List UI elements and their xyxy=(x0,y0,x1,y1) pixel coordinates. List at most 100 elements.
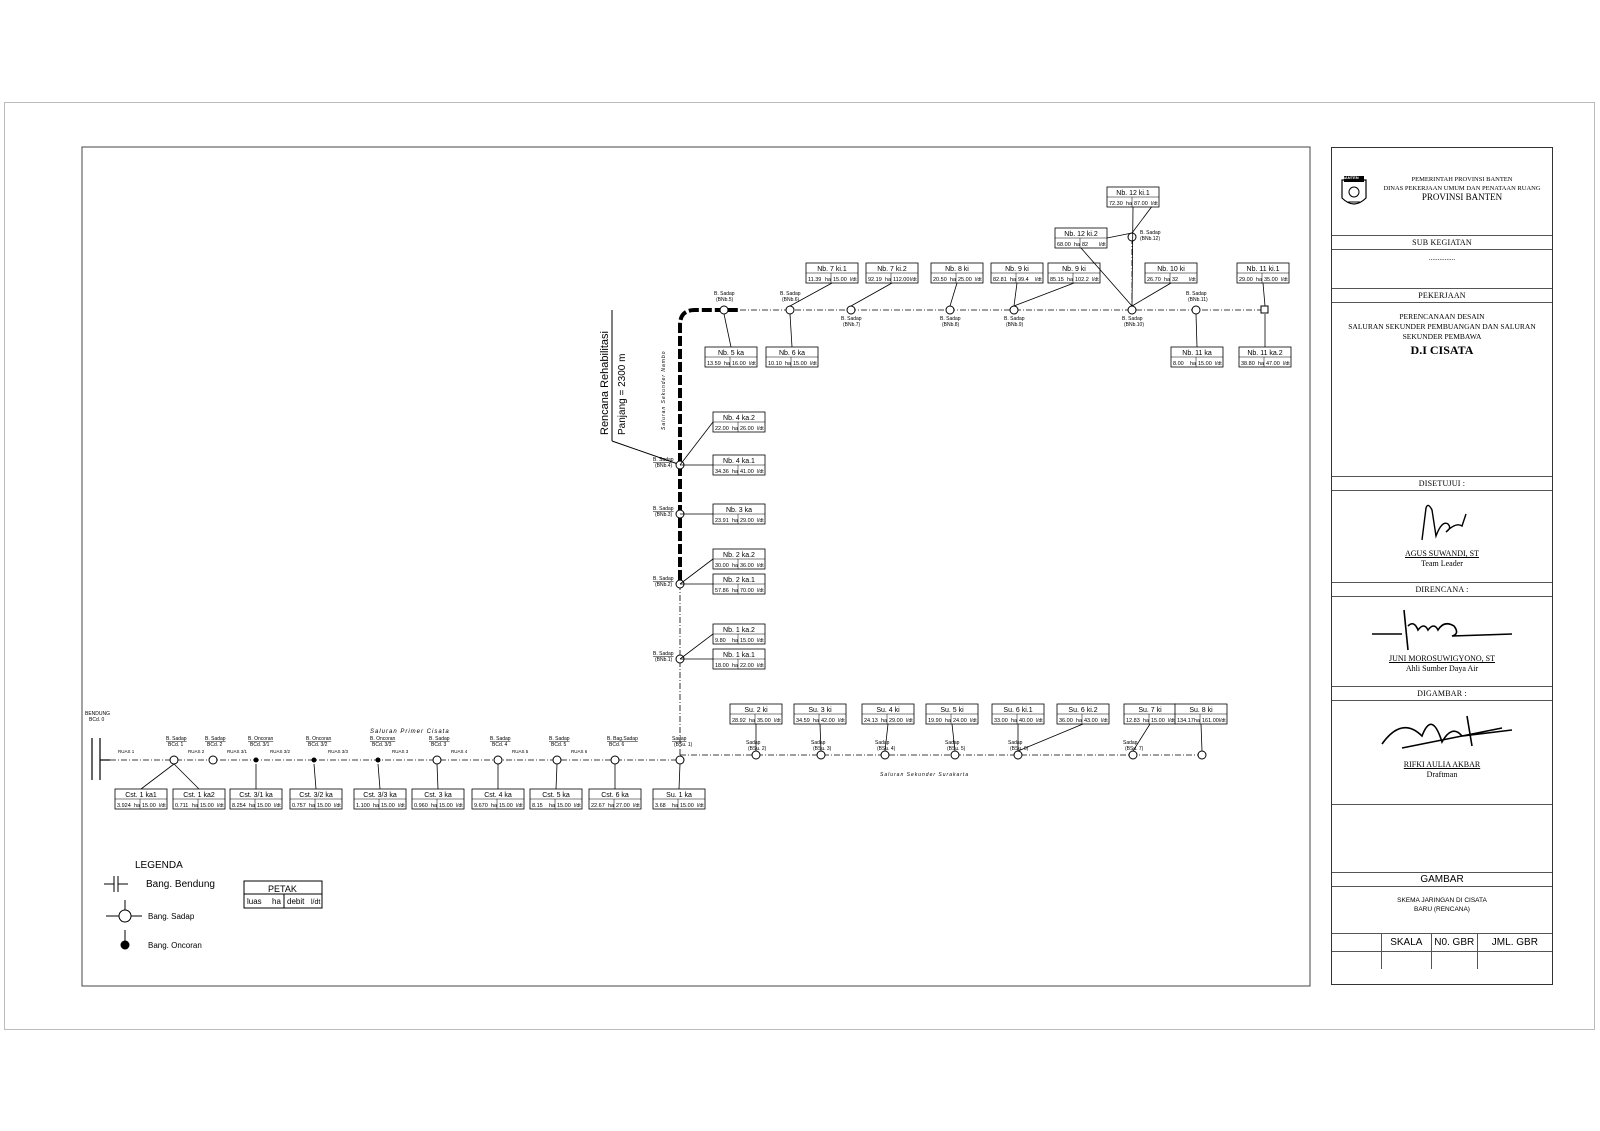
petak-nb-side-4-unit: ha xyxy=(732,518,739,524)
petak-cst1ka1-0-area: 3.924 xyxy=(117,803,131,809)
petak-nb-top-0-unit: ha xyxy=(825,277,832,283)
nambo-structure-name-2: B. Sadap xyxy=(653,506,674,512)
petak-nb-top-4-unit: ha xyxy=(1067,277,1074,283)
petak-su-3-dunit: l/dt xyxy=(970,718,977,724)
petak-su-1-unit: ha xyxy=(813,718,820,724)
petak-su-0-debit: 35.00 xyxy=(757,718,771,724)
disetujui-label: DISETUJUI : xyxy=(1418,479,1466,488)
petak-su-2-label: Su. 4 ki xyxy=(876,707,900,714)
legend-title: LEGENDA xyxy=(135,860,183,871)
gambar-line-2: BARU (RENCANA) xyxy=(1414,906,1470,913)
petak-nb-top-2-debit: 25.00 xyxy=(958,277,972,283)
svg-text:ha: ha xyxy=(272,897,281,906)
primary-structure-name-3: B. Oncoran xyxy=(306,736,332,742)
nb-top-branch-8 xyxy=(1131,206,1134,307)
petak-nb-side-2-dunit: l/dt xyxy=(757,588,764,594)
legend-oncoran-symbol xyxy=(120,930,130,950)
petak-nb-side-6-area: 22.00 xyxy=(715,426,729,432)
approver-role: Team Leader xyxy=(1421,559,1463,568)
petak-nb-top-2-area: 20.50 xyxy=(933,277,947,283)
nambo-upper-structure-name-2: B. Sadap xyxy=(841,316,862,322)
petak-cst5ka-7-label: Cst. 5 ka xyxy=(542,792,570,799)
bendung-symbol xyxy=(91,738,110,780)
petak-su-2-unit: ha xyxy=(881,718,888,724)
petak-nb-top-2-unit: ha xyxy=(950,277,957,283)
primary-structure-name-7: B. Sadap xyxy=(549,736,570,742)
petak-nb-lower-3-label: Nb. 11 ka.2 xyxy=(1247,350,1282,357)
petak-nb-top-0-debit: 15.00 xyxy=(833,277,847,283)
petak-nb-top-4-area: 85.15 xyxy=(1050,277,1064,283)
petak-nb-top-8-area: 72.30 xyxy=(1109,201,1123,207)
skala-label: SKALA xyxy=(1380,934,1431,951)
nambo-upper-sadap-0 xyxy=(719,305,729,315)
planner-signature xyxy=(1372,609,1513,651)
surakarta-structure-name-5: Sadap xyxy=(1123,740,1138,746)
planner-name: JUNI MOROSUWIGYONO, ST xyxy=(1389,654,1495,663)
petak-su-1-label: Su. 3 ki xyxy=(808,707,832,714)
nambo-structure-code-0: (BNb.1) xyxy=(655,657,673,663)
nambo-structure-code-2: (BNb.3) xyxy=(655,512,673,518)
surakarta-sadap-5 xyxy=(1128,750,1138,760)
nambo-upper-structure-code-1: (BNb.6) xyxy=(782,297,800,303)
petak-cst4ka-6-area: 9.670 xyxy=(474,803,488,809)
petak-su-1-debit: 42.00 xyxy=(821,718,835,724)
nb-lower-branch-0 xyxy=(723,313,732,348)
petak-cst32ka-3-area: 0.757 xyxy=(292,803,306,809)
petak-nb-top-1-unit: ha xyxy=(885,277,892,283)
petak-nb-side-6-dunit: l/dt xyxy=(757,426,764,432)
petak-cst3ka-5-label: Cst. 3 ka xyxy=(424,792,452,799)
petak-nb-side-6-unit: ha xyxy=(732,426,739,432)
surakarta-structure-name-0: Sadap xyxy=(746,740,761,746)
sadap-structure-1 xyxy=(208,755,218,765)
petak-nb-top-6-unit: ha xyxy=(1256,277,1263,283)
petak-su-5-dunit: l/dt xyxy=(1101,718,1108,724)
nb-lower-branch-2 xyxy=(1195,313,1198,348)
primary-ruas-0: RUAS 1 xyxy=(118,749,135,754)
petak-cst32ka-3-debit: 15.00 xyxy=(317,803,331,809)
nb-side-branch-6 xyxy=(679,421,714,466)
petak-nb-side-0-label: Nb. 1 ka.1 xyxy=(723,652,755,659)
oncoran-structure-2 xyxy=(253,757,259,763)
petak-nb-side-1-label: Nb. 1 ka.2 xyxy=(723,627,755,634)
nambo-upper-structure-name-3: B. Sadap xyxy=(940,316,961,322)
petak-nb-top-5-dunit: l/dt xyxy=(1189,277,1196,283)
petak-su-1-dunit: l/dt xyxy=(838,718,845,724)
su-branch-2 xyxy=(884,723,889,752)
petak-nb-lower-2-area: 8.00 xyxy=(1173,361,1184,367)
petak-nb-top-0-area: 11.39 xyxy=(808,277,821,283)
petak-nb-top-8-dunit: l/dt xyxy=(1151,201,1158,207)
approver-name: AGUS SUWANDI, ST xyxy=(1404,549,1479,558)
petak-nb-lower-3-debit: 47.00 xyxy=(1266,361,1280,367)
nambo-bnb12-code: (BNb.12) xyxy=(1140,236,1160,242)
pekerjaan-line-2: SALURAN SEKUNDER PEMBUANGAN DAN SALURAN xyxy=(1348,322,1536,331)
primary-ruas-4: RUAS 3/3 xyxy=(328,749,349,754)
petak-nb-top-2-label: Nb. 8 ki xyxy=(945,266,969,273)
surakarta-sadap-1 xyxy=(816,750,826,760)
petak-su-4-debit: 40.00 xyxy=(1019,718,1033,724)
nambo-end-structure xyxy=(1260,305,1269,314)
petak-nb-top-4-dunit: l/dt xyxy=(1092,277,1099,283)
petak-cst1ka1-0-dunit: l/dt xyxy=(159,803,166,809)
petak-nb-lower-1-label: Nb. 6 ka xyxy=(779,350,805,357)
petak-su-3-unit: ha xyxy=(945,718,952,724)
nambo-upper-structure-code-0: (BNb.5) xyxy=(716,297,734,303)
petak-cst6ka-8-label: Cst. 6 ka xyxy=(601,792,629,799)
petak-nb-lower-0-area: 13.59 xyxy=(707,361,721,367)
legend-bendung-label: Bang. Bendung xyxy=(146,879,215,890)
surakarta-structure-code-4: (BSu. 6) xyxy=(1010,746,1029,752)
gov-line-2: DINAS PEKERJAAN UMUM DAN PENATAAN RUANG xyxy=(1383,185,1541,192)
petak-su-6-dunit: l/dt xyxy=(1168,718,1175,724)
petak-su-4-label: Su. 6 ki.1 xyxy=(1003,707,1032,714)
nambo-upper-sadap-3 xyxy=(945,305,955,315)
surakarta-structure-code-2: (BSu. 4) xyxy=(877,746,896,752)
legend-oncoran-label: Bang. Oncoran xyxy=(148,941,202,950)
nambo-upper-structure-code-5: (BNb.10) xyxy=(1124,322,1144,328)
petak-nb-top-5-label: Nb. 10 ki xyxy=(1157,266,1185,273)
primary-ruas-5: RUAS 3 xyxy=(392,749,409,754)
petak-cst33ka-4-area: 1.100 xyxy=(356,803,370,809)
petak-cst6ka-8-area: 22.67 xyxy=(591,803,605,809)
petak-cst31ka-2-unit: ha xyxy=(249,803,256,809)
primary-ruas-3: RUAS 3/2 xyxy=(270,749,291,754)
gov-line-3: PROVINSI BANTEN xyxy=(1421,192,1503,202)
bottom-branch-9 xyxy=(678,763,681,790)
